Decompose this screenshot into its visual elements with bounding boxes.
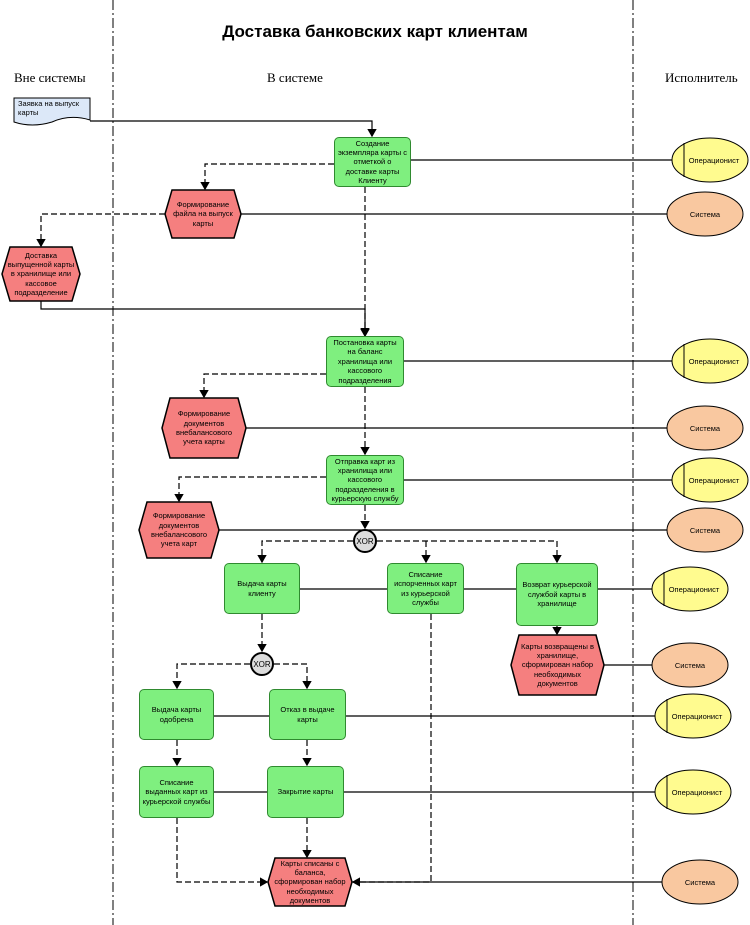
- function-send-to-courier: Отправка карт из хранилища или кассового…: [326, 455, 404, 505]
- event-file-generation: Формирование файла на выпуск карты: [173, 199, 233, 228]
- xor-gate-2: XOR: [250, 652, 274, 676]
- function-issue-approved: Выдача карты одобрена: [139, 689, 214, 740]
- event-delivery-to-vault: Доставка выпущенной карты в хранилище ил…: [7, 250, 75, 298]
- event-shape-e2: [1, 246, 81, 302]
- role-operator-3: Операционист: [688, 475, 740, 485]
- diagram-title: Доставка банковских карт клиентам: [222, 22, 528, 41]
- role-system-4: Система: [674, 660, 706, 670]
- function-courier-return: Возврат курьерской службой карты в храни…: [516, 563, 598, 626]
- role-operator-6: Операционист: [671, 787, 723, 797]
- role-system-1: Система: [689, 209, 721, 219]
- event-shape-e5: [510, 634, 605, 696]
- role-operator-5: Операционист: [671, 711, 723, 721]
- xor-gate-1: XOR: [353, 529, 377, 553]
- role-shapes: [651, 137, 749, 905]
- event-cards-returned: Карты возвращены в хранилище, сформирова…: [520, 641, 595, 689]
- event-cards-written-off: Карты списаны с баланса, сформирован наб…: [274, 858, 346, 906]
- role-operator-1: Операционист: [688, 155, 740, 165]
- flow-arrows: [36, 163, 562, 887]
- lane-label-outside: Вне системы: [14, 70, 86, 85]
- function-write-off-issued: Списание выданных карт из курьерской слу…: [139, 766, 214, 818]
- function-issue-refused: Отказ в выдаче карты: [269, 689, 346, 740]
- function-close-card: Закрытие карты: [267, 766, 344, 818]
- function-create-card: Создание экземпляра карты с отметкой о д…: [334, 137, 411, 187]
- role-system-2: Система: [689, 423, 721, 433]
- event-shape-e3: [161, 397, 247, 459]
- function-write-off-damaged: Списание испорченных карт из курьерской …: [387, 563, 464, 614]
- lane-label-executor: Исполнитель: [665, 70, 738, 85]
- function-issue-card: Выдача карты клиенту: [224, 563, 300, 614]
- document-request-label: Заявка на выпуск карты: [18, 98, 79, 117]
- document-shape: [13, 97, 91, 126]
- event-shape-e4: [138, 501, 220, 559]
- lane-label-inside: В системе: [267, 70, 323, 85]
- role-system-3: Система: [689, 525, 721, 535]
- role-operator-2: Операционист: [688, 356, 740, 366]
- role-system-5: Система: [684, 877, 716, 887]
- event-offbalance-docs-cards: Формирование документов внебалансового у…: [150, 511, 207, 549]
- role-operator-4: Операционист: [668, 584, 720, 594]
- function-balance-card: Постановка карты на баланс хранилища или…: [326, 336, 404, 387]
- event-offbalance-docs-card: Формирование документов внебалансового у…: [175, 409, 232, 447]
- connectors: [40, 120, 672, 883]
